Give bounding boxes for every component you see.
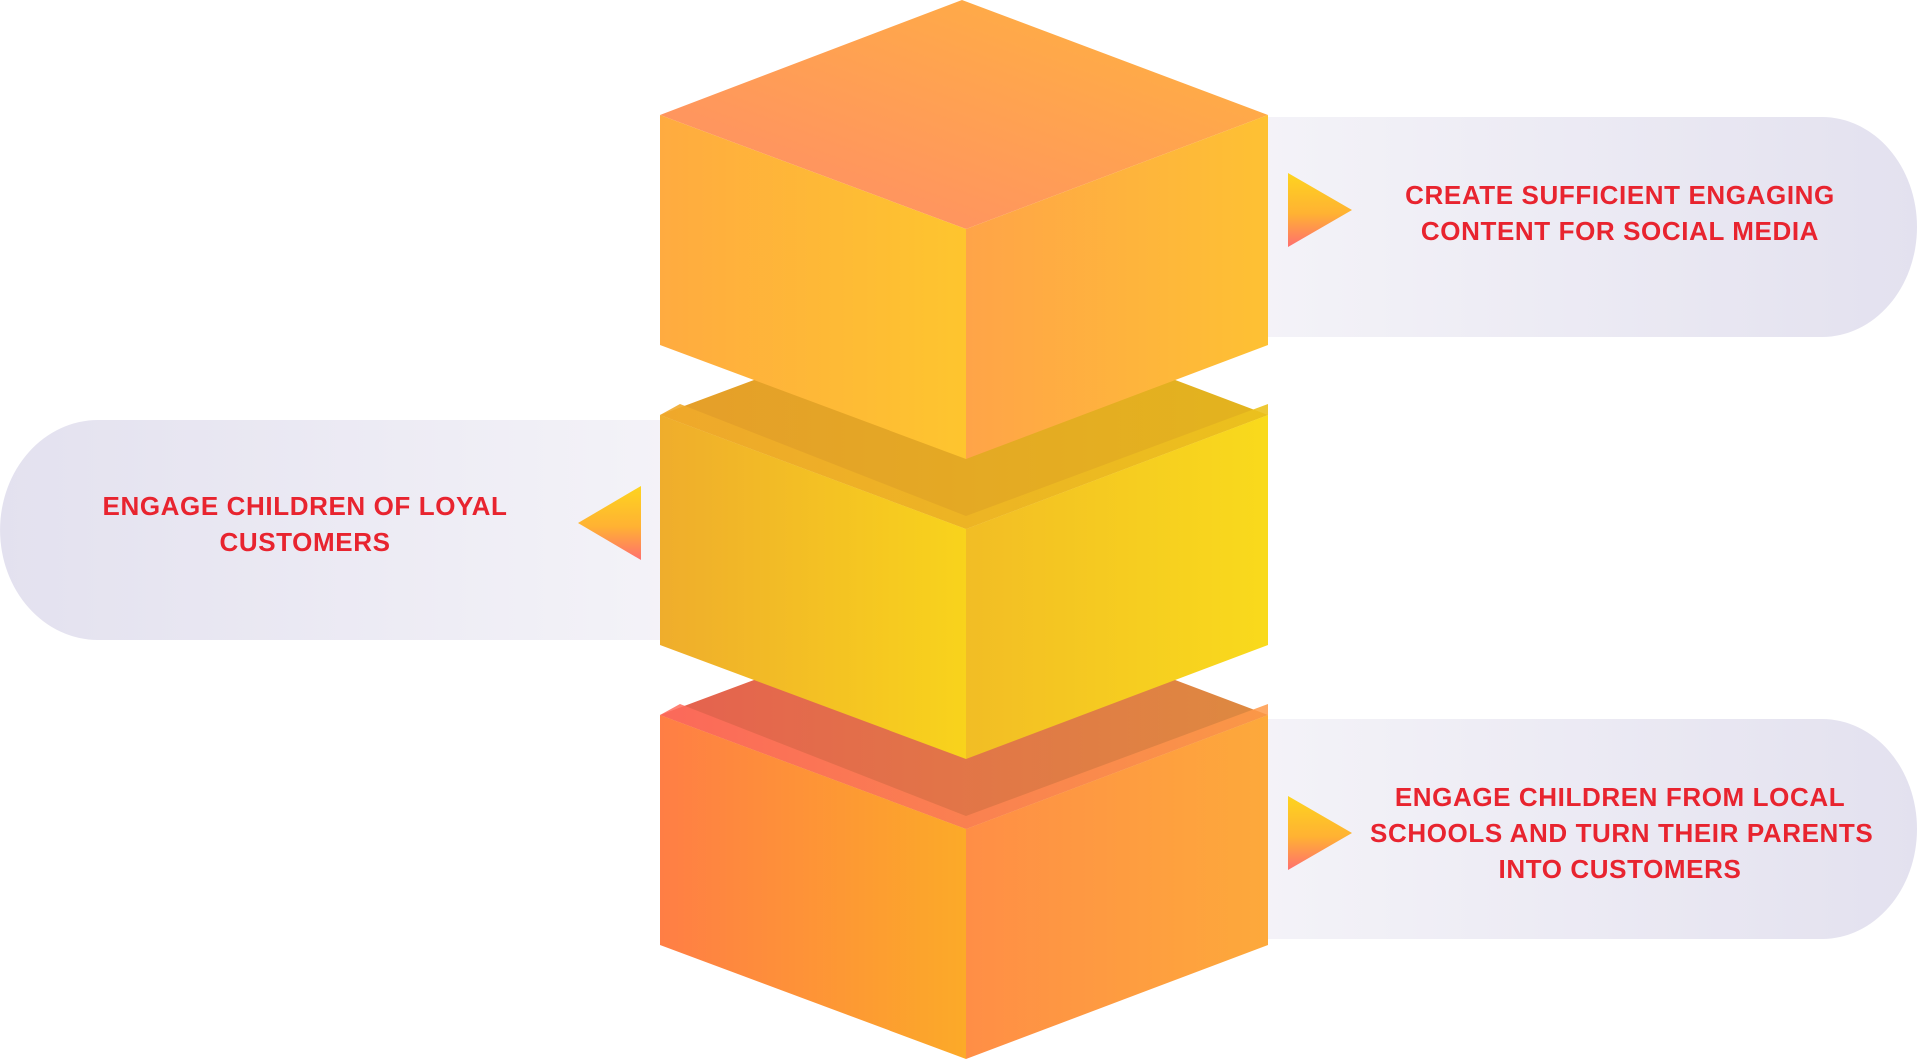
item-label-3: ENGAGE CHILDREN FROM LOCAL SCHOOLS AND T… [1370, 779, 1874, 887]
item-label-line: ENGAGE CHILDREN OF LOYAL [102, 491, 508, 521]
callout-pill-3 [1255, 719, 1917, 939]
item-label-1: CREATE SUFFICIENT ENGAGING CONTENT FOR S… [1370, 177, 1870, 249]
item-label-line: CREATE SUFFICIENT ENGAGING [1405, 180, 1835, 210]
arrow-right-icon [1288, 796, 1352, 870]
item-label-2: ENGAGE CHILDREN OF LOYAL CUSTOMERS [55, 488, 555, 560]
item-label-line: SCHOOLS AND TURN THEIR PARENTS [1370, 818, 1874, 848]
top-block [660, 0, 1268, 459]
arrow-right-icon [1288, 173, 1352, 247]
callout-pill-1 [1255, 117, 1917, 337]
callout-pill-2 [0, 420, 675, 640]
arrow-left-icon [578, 486, 641, 560]
item-label-line: CONTENT FOR SOCIAL MEDIA [1420, 216, 1820, 246]
item-label-line: CUSTOMERS [219, 527, 391, 557]
item-label-line: ENGAGE CHILDREN FROM LOCAL [1394, 782, 1846, 812]
item-label-line: INTO CUSTOMERS [1498, 854, 1742, 884]
